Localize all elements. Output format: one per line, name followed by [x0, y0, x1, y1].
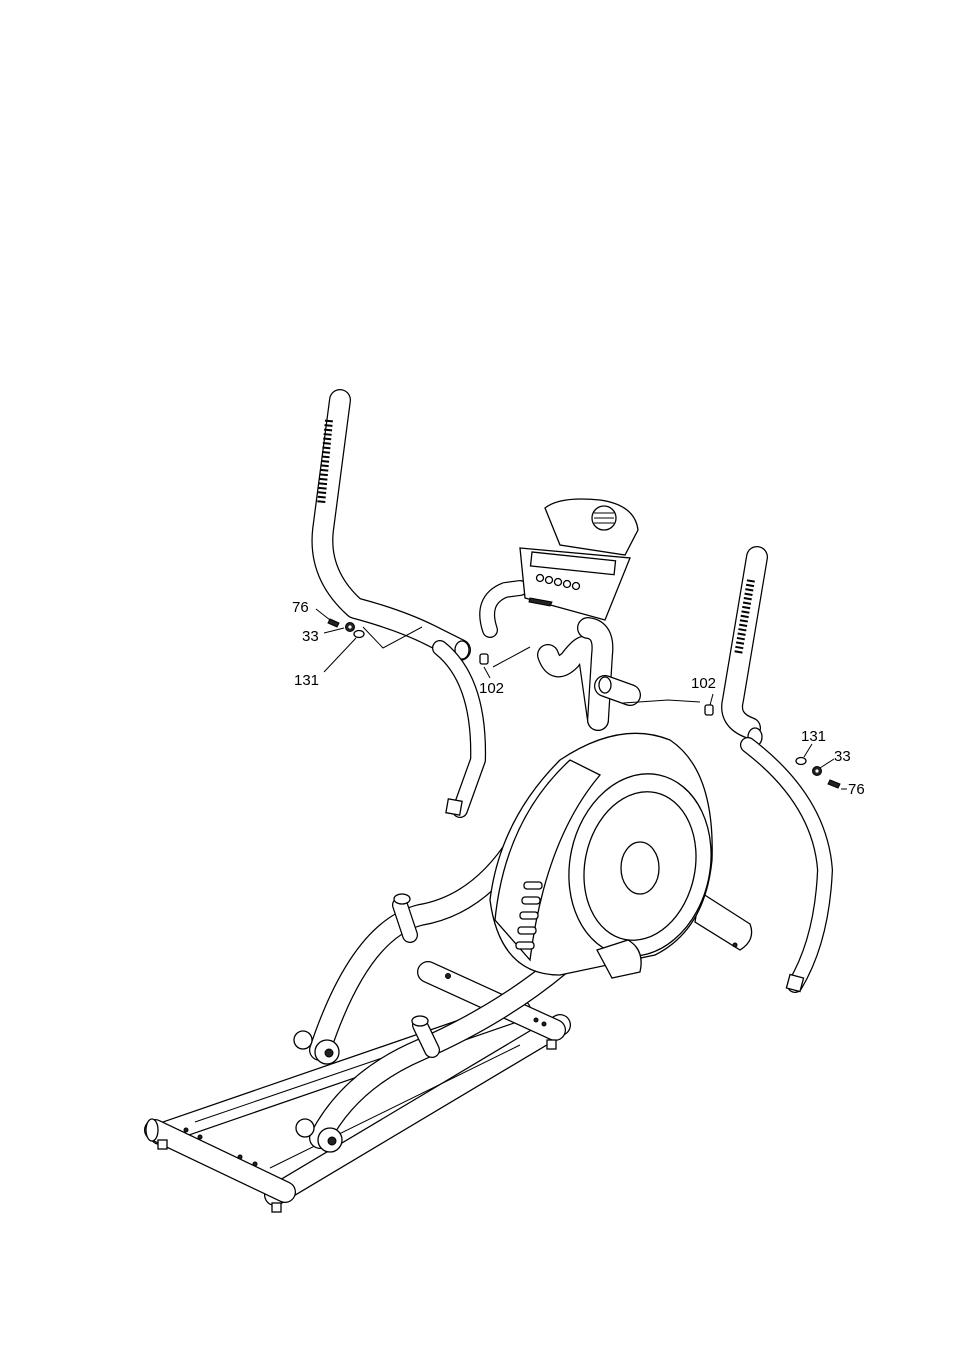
left-upper-arm: [321, 400, 469, 659]
callout-left-bolt: 76: [292, 599, 309, 616]
right-upper-arm: [732, 557, 762, 746]
callout-right-flat-washer: 131: [801, 728, 826, 745]
right-lower-arm: [748, 745, 825, 992]
console: [520, 499, 638, 620]
flywheel-housing: [490, 733, 728, 978]
left-lower-arm: [440, 648, 478, 815]
callout-right-bushing: 102: [691, 675, 716, 692]
callout-right-bolt: 76: [848, 781, 865, 798]
callout-right-washer: 33: [834, 748, 851, 765]
callout-left-bushing: 102: [479, 680, 504, 697]
callout-left-flat-washer: 131: [294, 672, 319, 689]
callout-left-washer: 33: [302, 628, 319, 645]
